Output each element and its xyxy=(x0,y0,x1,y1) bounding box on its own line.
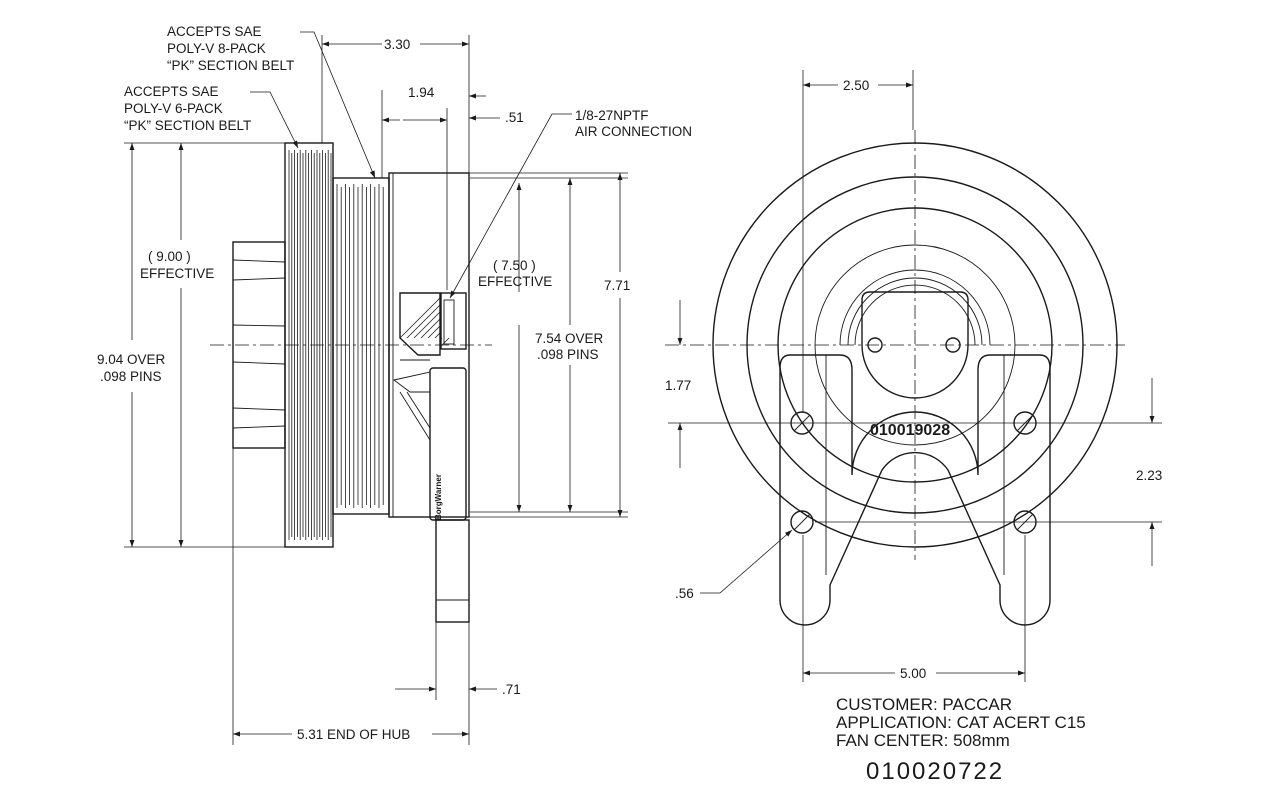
customer-text: CUSTOMER: PACCAR xyxy=(836,695,1012,714)
svg-text:5.31 END OF HUB: 5.31 END OF HUB xyxy=(297,727,410,742)
dim-9-00: ( 9.00 ) EFFECTIVE xyxy=(140,143,214,547)
svg-text:7.54 OVER: 7.54 OVER xyxy=(535,331,604,346)
part-stamp: 010019028 xyxy=(870,422,950,439)
section-hatch xyxy=(406,304,441,339)
svg-text:.098 PINS: .098 PINS xyxy=(100,369,162,384)
dim-7-54: 7.54 OVER .098 PINS xyxy=(535,178,604,512)
section-hatch xyxy=(413,311,441,339)
svg-text:POLY-V 8-PACK: POLY-V 8-PACK xyxy=(167,41,266,56)
svg-text:EFFECTIVE: EFFECTIVE xyxy=(478,274,552,289)
svg-text:3.30: 3.30 xyxy=(384,37,410,52)
dim-0-51: .51 xyxy=(469,93,524,125)
dim-0-56: .56 xyxy=(675,529,793,601)
section-hatch xyxy=(420,318,441,339)
side-view: BorgWarner 3.30 1.94 .51 xyxy=(97,24,692,745)
section-hatch xyxy=(434,332,441,339)
svg-text:.098 PINS: .098 PINS xyxy=(537,347,599,362)
svg-text:ACCEPTS SAE: ACCEPTS SAE xyxy=(167,24,262,39)
svg-text:( 9.00 ): ( 9.00 ) xyxy=(148,249,191,264)
dim-7-50: ( 7.50 ) EFFECTIVE xyxy=(470,177,628,513)
svg-text:.71: .71 xyxy=(502,682,521,697)
svg-text:“PK” SECTION BELT: “PK” SECTION BELT xyxy=(167,58,294,73)
dim-5-00: 5.00 xyxy=(802,535,1026,682)
svg-text:ACCEPTS SAE: ACCEPTS SAE xyxy=(124,84,219,99)
part-number: 010020722 xyxy=(866,758,1004,785)
svg-text:1.77: 1.77 xyxy=(665,378,691,393)
svg-text:5.00: 5.00 xyxy=(900,666,926,681)
svg-text:7.71: 7.71 xyxy=(604,278,630,293)
svg-text:1/8-27NPTF: 1/8-27NPTF xyxy=(575,108,649,123)
svg-text:.51: .51 xyxy=(505,110,524,125)
air-connection-note: 1/8-27NPTF AIR CONNECTION xyxy=(449,108,692,299)
title-block: CUSTOMER: PACCAR APPLICATION: CAT ACERT … xyxy=(836,695,1086,785)
fan-center-text: FAN CENTER: 508mm xyxy=(836,731,1010,750)
svg-text:1.94: 1.94 xyxy=(408,85,435,100)
svg-text:EFFECTIVE: EFFECTIVE xyxy=(140,266,214,281)
dim-2-23: 2.23 xyxy=(815,378,1162,566)
dim-1-77: 1.77 xyxy=(665,300,1162,468)
svg-text:AIR CONNECTION: AIR CONNECTION xyxy=(575,124,692,139)
dim-0-71: .71 xyxy=(395,622,521,745)
dim-3-30: 3.30 xyxy=(321,35,470,173)
dim-1-94: 1.94 xyxy=(381,85,448,290)
front-plate: BorgWarner xyxy=(388,172,470,623)
air-connector-boss xyxy=(861,291,969,399)
svg-text:2.50: 2.50 xyxy=(843,78,869,93)
belt-8-pack-note: ACCEPTS SAE POLY-V 8-PACK “PK” SECTION B… xyxy=(167,24,376,179)
pulley-8-pack xyxy=(284,142,334,548)
dim-7-71: 7.71 xyxy=(469,172,630,518)
dim-2-50: 2.50 xyxy=(802,70,914,412)
dim-9-04: 9.04 OVER .098 PINS xyxy=(97,142,285,548)
belt-6-pack-note: ACCEPTS SAE POLY-V 6-PACK “PK” SECTION B… xyxy=(124,84,299,149)
svg-text:( 7.50 ): ( 7.50 ) xyxy=(493,258,536,273)
mounting-bracket xyxy=(779,354,1051,626)
svg-text:2.23: 2.23 xyxy=(1136,468,1162,483)
svg-text:POLY-V 6-PACK: POLY-V 6-PACK xyxy=(124,101,223,116)
brand-stamp: BorgWarner xyxy=(434,474,443,520)
svg-text:.56: .56 xyxy=(675,586,694,601)
pulley-6-pack xyxy=(332,177,390,515)
application-text: APPLICATION: CAT ACERT C15 xyxy=(836,713,1086,732)
svg-text:9.04 OVER: 9.04 OVER xyxy=(97,352,166,367)
front-view: 010019028 2.50 1.77 2.23 .56 xyxy=(665,70,1162,682)
dim-5-31: 5.31 END OF HUB xyxy=(232,448,469,745)
svg-text:“PK” SECTION BELT: “PK” SECTION BELT xyxy=(124,118,251,133)
section-hatch xyxy=(399,297,441,339)
section-hatch xyxy=(427,325,441,339)
